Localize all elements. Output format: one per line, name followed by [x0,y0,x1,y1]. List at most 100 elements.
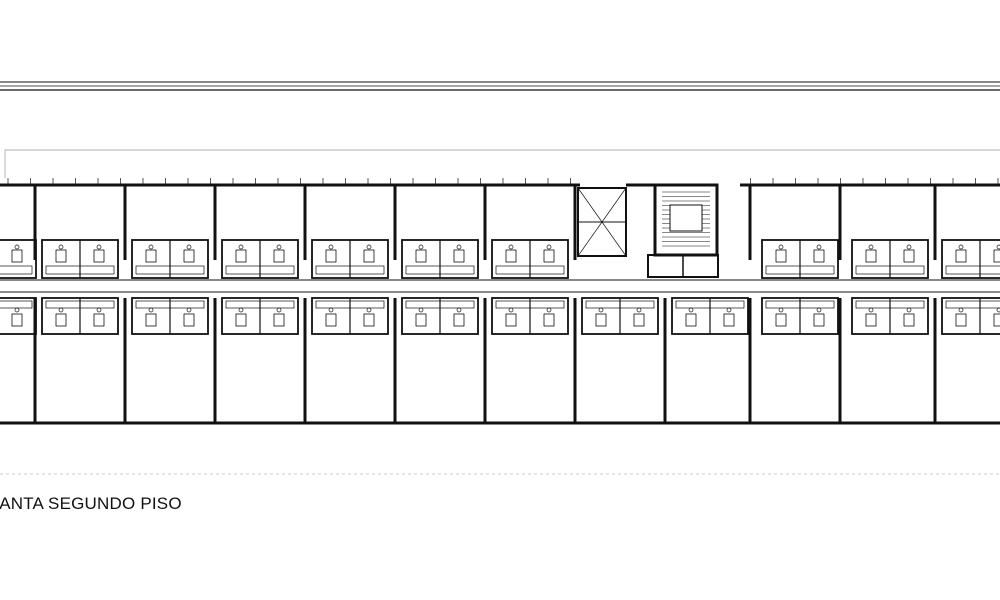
sink [598,307,604,313]
shower-tray [135,300,205,309]
toilet [453,249,465,263]
bathroom [311,239,389,279]
shower-tray [135,265,205,275]
room-walls [0,178,1000,425]
sink [418,307,424,313]
shower-tray [585,300,655,309]
roof-edge [0,81,1000,475]
toilet [813,313,825,327]
toilet [543,249,555,263]
toilet [903,313,915,327]
shower-tray [0,265,33,275]
bathroom-wall [0,297,37,335]
sink [868,244,874,250]
toilet [11,249,23,263]
shower-tray [45,300,115,309]
sink [96,244,102,250]
bathroom [311,297,389,335]
toilet [11,313,23,327]
toilet [775,249,787,263]
toilet [955,249,967,263]
toilet [595,313,607,327]
bathroom [941,297,1000,335]
bathroom-wall [0,239,37,279]
toilet [453,313,465,327]
toilet [505,313,517,327]
toilet [723,313,735,327]
toilet [955,313,967,327]
toilet [903,249,915,263]
sink [14,244,20,250]
sink [958,307,964,313]
shower-tray [855,300,925,309]
toilet [93,313,105,327]
toilet [993,249,1000,263]
sink [778,307,784,313]
toilet [235,249,247,263]
toilet [865,313,877,327]
shower-tray [0,300,33,309]
toilet [505,249,517,263]
sink [148,307,154,313]
shower-tray [765,265,835,275]
sink [688,307,694,313]
sink [14,307,20,313]
toilet [273,313,285,327]
bathroom [41,297,119,335]
terrace-edge [4,149,1000,178]
toilet [55,313,67,327]
bathroom [851,297,929,335]
shower-tray [495,265,565,275]
toilet [363,249,375,263]
toilet [415,313,427,327]
sink [906,307,912,313]
sink [366,307,372,313]
toilet [543,313,555,327]
sink [418,244,424,250]
sink [816,307,822,313]
sink [96,307,102,313]
bathroom [941,239,1000,279]
shower-tray [405,265,475,275]
bathroom [491,297,569,335]
sink [508,307,514,313]
sink [238,307,244,313]
bathroom [761,239,839,279]
bathroom [131,297,209,335]
toilet [633,313,645,327]
sink [148,244,154,250]
toilet [93,249,105,263]
toilet [685,313,697,327]
sink [58,307,64,313]
sink [906,244,912,250]
bathroom [491,239,569,279]
bathroom [401,297,479,335]
sink [546,307,552,313]
sink [276,307,282,313]
sink [726,307,732,313]
shower-tray [225,300,295,309]
bathroom [851,239,929,279]
bathroom [41,239,119,279]
bathroom [0,239,37,279]
shower-tray [315,265,385,275]
bathroom [401,239,479,279]
sink [186,307,192,313]
bathroom-pods [0,239,1000,335]
bathroom [761,297,839,335]
shower-tray [315,300,385,309]
sink [366,244,372,250]
drawing-title: PLANTA SEGUNDO PISO [0,494,182,513]
bathroom [0,297,37,335]
sink [868,307,874,313]
bathroom [221,239,299,279]
shower-tray [765,300,835,309]
toilet [325,249,337,263]
toilet [145,313,157,327]
toilet [813,249,825,263]
bathroom [671,297,749,335]
sink [456,244,462,250]
toilet [775,313,787,327]
sink [778,244,784,250]
